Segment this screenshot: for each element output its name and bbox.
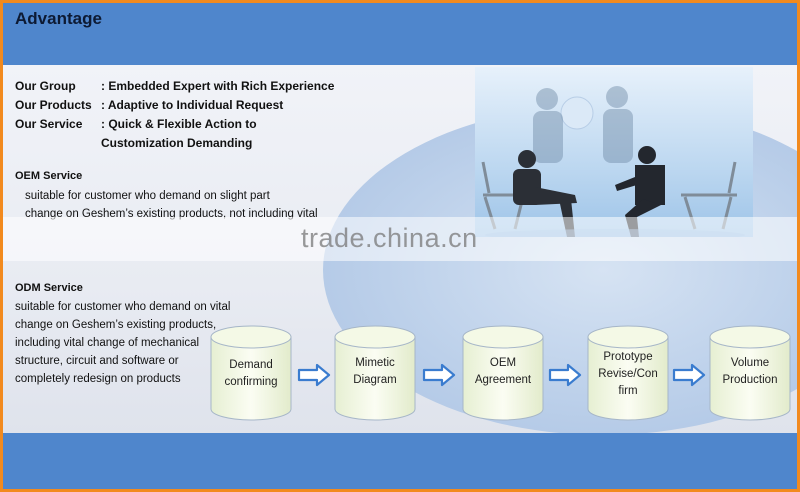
oem-line: suitable for customer who demand on slig…: [25, 190, 270, 202]
content-area: Our Group : Embedded Expert with Rich Ex…: [3, 65, 797, 433]
page-title: Advantage: [15, 9, 102, 28]
step-label: Volume: [730, 357, 770, 369]
arrow-right-icon: [297, 363, 331, 387]
intro-block: Our Group : Embedded Expert with Rich Ex…: [15, 77, 334, 153]
process-step-mimetic: Mimetic Diagram: [334, 325, 416, 421]
odm-description: suitable for customer who demand on vita…: [15, 298, 230, 388]
odm-line: change on Geshem’s existing products,: [15, 319, 217, 331]
process-step-agreement: OEM Agreement: [462, 325, 544, 421]
intro-key: Our Group: [15, 79, 76, 93]
arrow-right-icon: [672, 363, 706, 387]
intro-row-service: Our Service : Quick & Flexible Action to: [15, 115, 334, 134]
step-label: confirming: [224, 376, 278, 388]
intro-value: : Adaptive to Individual Request: [101, 98, 284, 112]
intro-key: Our Products: [15, 98, 92, 112]
odm-line: structure, circuit and software or: [15, 355, 179, 367]
footer-band: [3, 433, 797, 489]
step-label: OEM: [489, 357, 517, 369]
step-label: Revise/Con: [598, 368, 658, 380]
odm-line: including vital change of mechanical: [15, 337, 200, 349]
step-label: Diagram: [353, 374, 397, 386]
oem-title: OEM Service: [15, 170, 83, 182]
process-step-demand: Demand confirming: [210, 325, 292, 421]
step-label: Production: [722, 374, 778, 386]
arrow-right-icon: [422, 363, 456, 387]
intro-row-products: Our Products : Adaptive to Individual Re…: [15, 96, 334, 115]
watermark-strip: [3, 217, 797, 261]
intro-key: Our Service: [15, 117, 83, 131]
odm-title: ODM Service: [15, 282, 83, 294]
intro-value: : Embedded Expert with Rich Experience: [101, 79, 335, 93]
arrow-right-icon: [548, 363, 582, 387]
step-label: Demand: [229, 359, 273, 371]
odm-line: suitable for customer who demand on vita…: [15, 301, 231, 313]
intro-continuation: Customization Demanding: [101, 136, 253, 150]
intro-value: : Quick & Flexible Action to: [101, 117, 257, 131]
process-step-prototype: Prototype Revise/Con firm: [587, 325, 669, 421]
watermark: trade.china.cn: [301, 223, 478, 253]
step-label: Agreement: [474, 374, 532, 386]
odm-line: completely redesign on products: [15, 373, 181, 385]
header-band: Advantage: [3, 3, 797, 65]
business-meeting-photo: [475, 67, 753, 237]
step-label: Prototype: [603, 351, 653, 363]
step-label: firm: [618, 385, 638, 397]
intro-row-group: Our Group : Embedded Expert with Rich Ex…: [15, 77, 334, 96]
step-label: Mimetic: [355, 357, 395, 369]
process-step-volume: Volume Production: [709, 325, 791, 421]
